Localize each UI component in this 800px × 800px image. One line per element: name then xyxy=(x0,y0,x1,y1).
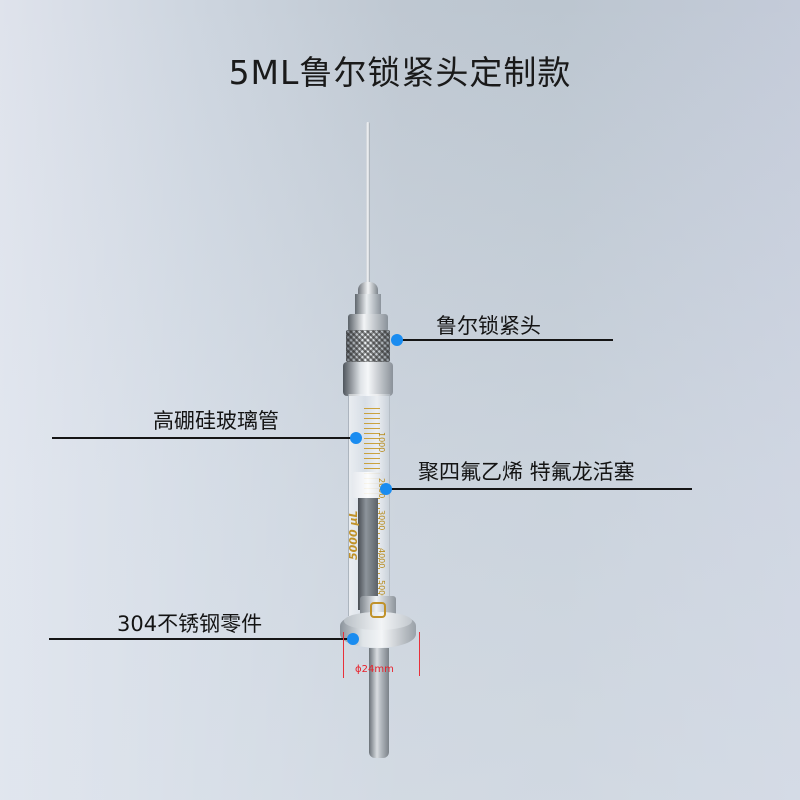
callout-ptfe-plunger-label: 聚四氟乙烯 特氟龙活塞 xyxy=(418,460,635,484)
callout-ptfe-plunger-line xyxy=(388,488,692,490)
luer-collar xyxy=(348,314,388,332)
callout-ptfe-plunger-dot xyxy=(380,483,392,495)
needle-hub-hex xyxy=(355,294,381,316)
callout-luer-lock-line xyxy=(400,339,613,341)
callout-glass-tube-line xyxy=(52,437,354,439)
needle-hub-tip xyxy=(358,282,378,296)
dimension-line-left xyxy=(343,632,344,678)
scale-mark-3000: 3000 xyxy=(377,510,386,531)
page-title: 5ML鲁尔锁紧头定制款 xyxy=(228,53,572,92)
scale-mark-1000: 1000 xyxy=(377,432,386,453)
steel-push-rod xyxy=(369,648,389,758)
callout-luer-lock-label: 鲁尔锁紧头 xyxy=(436,314,541,338)
callout-glass-tube-label: 高硼硅玻璃管 xyxy=(153,409,279,433)
callout-glass-tube-dot xyxy=(350,432,362,444)
luer-lock-knurl xyxy=(346,330,390,362)
brand-logo-icon xyxy=(370,602,386,618)
callout-steel-parts-dot xyxy=(347,633,359,645)
plunger-rod xyxy=(358,498,378,610)
barrel-cap xyxy=(343,362,393,396)
volume-side-label: 5000 μL xyxy=(347,510,360,560)
ptfe-plunger-tip xyxy=(352,472,384,498)
scale-mark-4000: 4000 xyxy=(377,548,386,569)
dimension-line-right xyxy=(419,632,420,676)
needle xyxy=(366,122,370,292)
callout-steel-parts-label: 304不锈钢零件 xyxy=(117,612,263,636)
callout-luer-lock-dot xyxy=(391,334,403,346)
steel-flange-top xyxy=(344,612,412,630)
callout-steel-parts-line xyxy=(49,638,351,640)
dimension-label: ϕ24mm xyxy=(355,664,394,675)
